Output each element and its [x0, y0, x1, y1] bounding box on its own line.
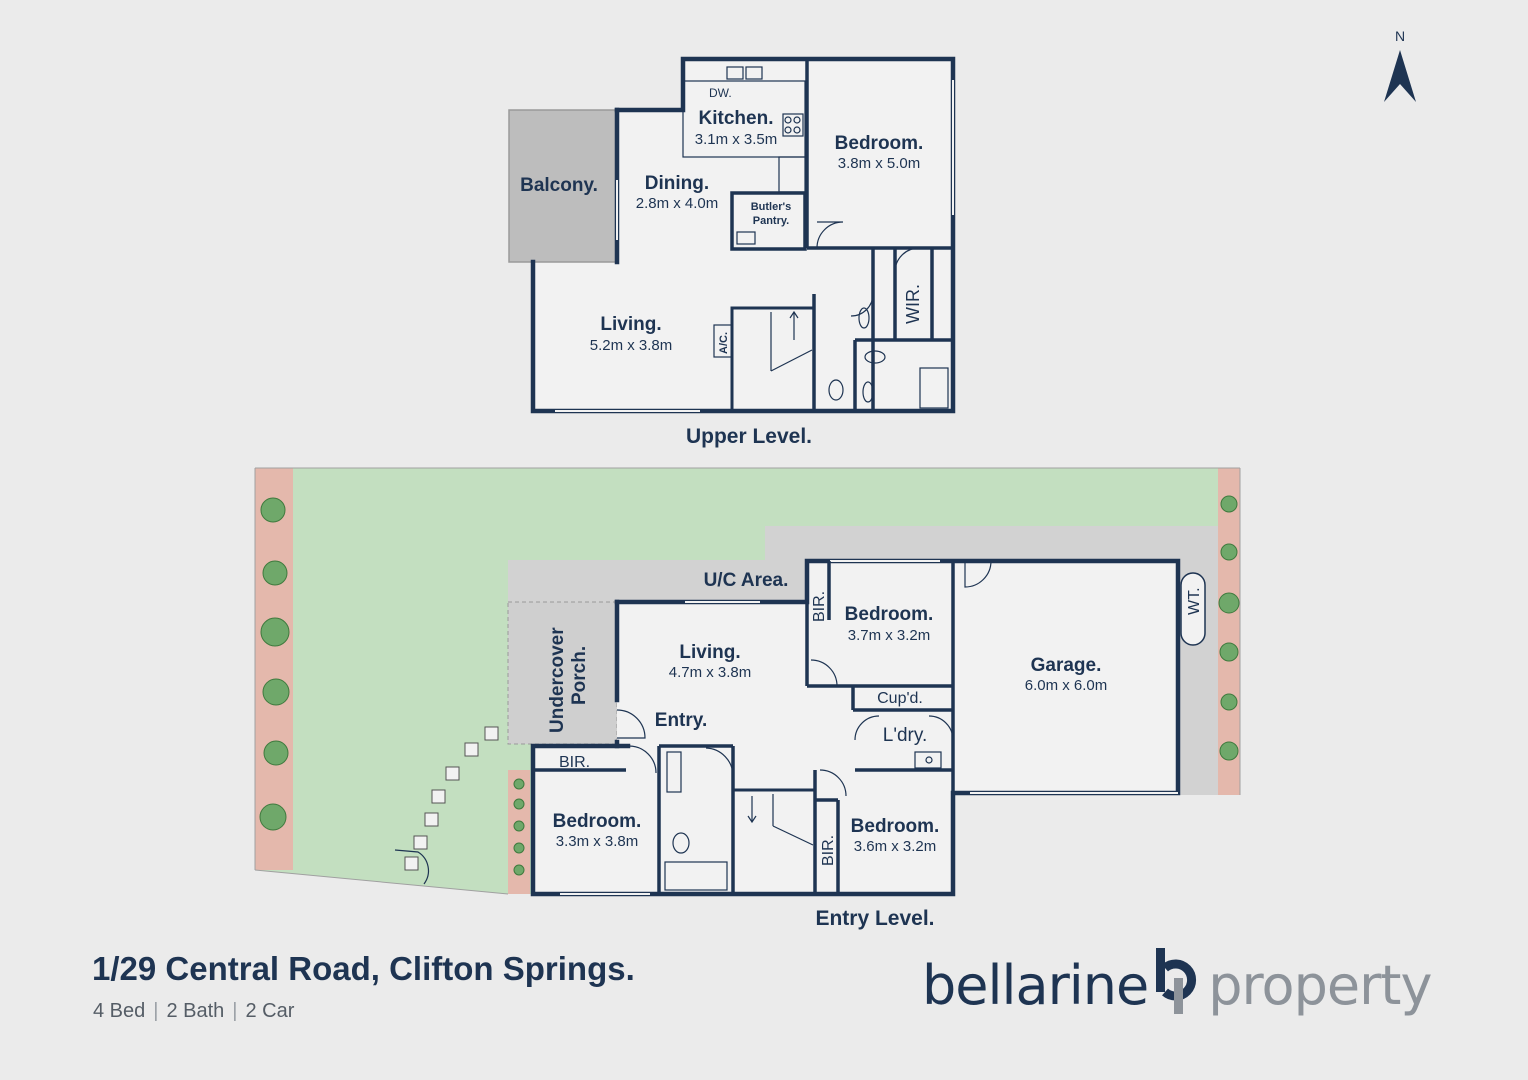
entry-level-plan	[530, 558, 1206, 897]
property-address: 1/29 Central Road, Clifton Springs.	[92, 950, 635, 987]
cars-count: 2 Car	[245, 1000, 295, 1022]
bedroom-1-dims: 3.7m x 3.2m	[848, 627, 931, 644]
entry-living-dims: 4.7m x 3.8m	[669, 664, 752, 681]
laundry-name: L'dry.	[883, 725, 927, 746]
upper-living-dims: 5.2m x 3.8m	[590, 337, 673, 354]
bir-top-label: BIR.	[811, 591, 828, 622]
compass-label: N	[1395, 28, 1405, 44]
balcony-name: Balcony.	[520, 175, 598, 196]
wt-label: WT.	[1186, 587, 1203, 615]
bedroom-2-dims: 3.3m x 3.8m	[556, 833, 639, 850]
baths-count: 2 Bath	[166, 1000, 225, 1022]
dining-name: Dining.	[645, 173, 709, 194]
bir-bottom-label: BIR.	[820, 835, 837, 866]
upper-level-plan	[508, 56, 956, 414]
kitchen-name: Kitchen.	[699, 108, 774, 129]
upper-bedroom-dims: 3.8m x 5.0m	[838, 155, 921, 172]
divider: |	[153, 1000, 159, 1022]
upper-level-title: Upper Level.	[686, 425, 812, 448]
ac-label: A/C.	[718, 332, 730, 354]
porch-name: Undercover	[547, 627, 568, 733]
upper-living-name: Living.	[600, 314, 661, 335]
plant-icon	[259, 495, 1240, 876]
property-summary: 4 Bed | 2 Bath | 2 Car	[93, 1000, 294, 1023]
logo-word-2: property	[1208, 954, 1432, 1018]
dw-label: DW.	[709, 86, 732, 100]
bedroom-3-dims: 3.6m x 3.2m	[854, 838, 937, 855]
cupd-label: Cup'd.	[877, 690, 923, 707]
butlers-pantry-name2: Pantry.	[753, 215, 789, 227]
bedroom-3-name: Bedroom.	[851, 816, 940, 837]
north-arrow-icon	[1384, 50, 1416, 102]
logo-mark-icon	[1154, 948, 1200, 1031]
bedroom-2-name: Bedroom.	[553, 811, 642, 832]
entry-level-title: Entry Level.	[815, 907, 934, 930]
wir-label: WIR.	[903, 284, 923, 324]
upper-bedroom-name: Bedroom.	[835, 133, 924, 154]
butlers-pantry-name: Butler's	[751, 201, 792, 213]
garden-bed-porch	[508, 770, 530, 894]
bedroom-1-name: Bedroom.	[845, 604, 934, 625]
divider: |	[232, 1000, 238, 1022]
garage-name: Garage.	[1031, 655, 1102, 676]
balcony-area	[509, 110, 617, 262]
bir-left-label: BIR.	[559, 754, 590, 771]
logo-word-1: bellarine	[922, 954, 1149, 1018]
garden-bed-left	[255, 468, 293, 870]
kitchen-dims: 3.1m x 3.5m	[695, 131, 778, 148]
dining-dims: 2.8m x 4.0m	[636, 195, 719, 212]
porch-name2: Porch.	[569, 646, 590, 705]
bellarine-property-logo: bellarine property	[922, 948, 1432, 1031]
entry-name: Entry.	[655, 710, 707, 731]
garage-dims: 6.0m x 6.0m	[1025, 677, 1108, 694]
beds-count: 4 Bed	[93, 1000, 146, 1022]
entry-living-name: Living.	[679, 642, 740, 663]
uc-area-name: U/C Area.	[704, 570, 789, 591]
